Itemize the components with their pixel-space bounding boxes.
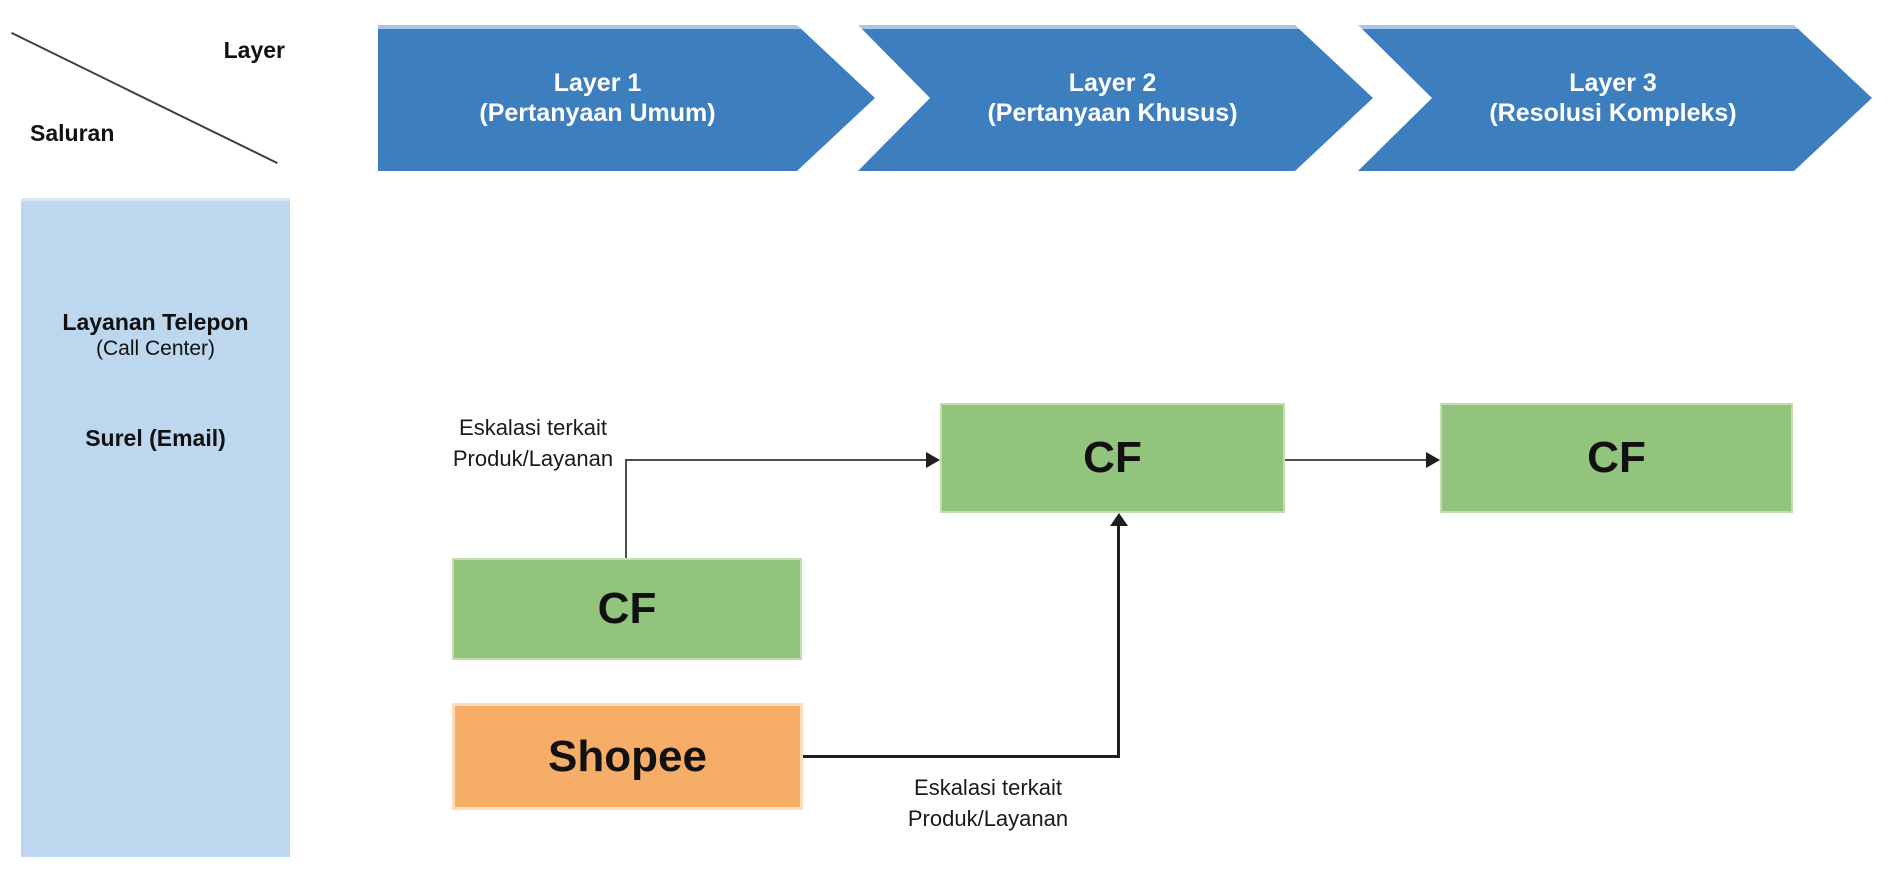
chevron-layer-1-subtitle: (Pertanyaan Umum) bbox=[479, 99, 716, 127]
connector2-horizontal-segment bbox=[803, 755, 1120, 758]
chevron-layer-1-title: Layer 1 bbox=[553, 69, 642, 97]
header-layer-label: Layer bbox=[223, 37, 285, 63]
chevron-layer-2-title: Layer 2 bbox=[1068, 69, 1157, 97]
chevron-layer-2-subtitle: (Pertanyaan Khusus) bbox=[987, 99, 1238, 127]
edge-label-2-line1: Eskalasi terkait bbox=[914, 775, 1062, 800]
node-cf-layer2: CF bbox=[940, 403, 1285, 513]
channel-column: Layanan Telepon (Call Center) Surel (Ema… bbox=[21, 198, 290, 857]
chevron-layer-1: Layer 1 (Pertanyaan Umum) bbox=[378, 25, 875, 171]
connector2-arrowhead-icon bbox=[1110, 513, 1128, 526]
node-cf-layer3-label: CF bbox=[1587, 433, 1646, 482]
chevron-layer-3: Layer 3 (Resolusi Kompleks) bbox=[1358, 25, 1872, 171]
edge-label-2-line2: Produk/Layanan bbox=[907, 806, 1069, 831]
chevron-layer-3-title: Layer 3 bbox=[1569, 69, 1657, 97]
header-saluran-label: Saluran bbox=[30, 120, 115, 146]
edge-label-1-line2: Produk/Layanan bbox=[452, 446, 614, 471]
node-cf-layer1-label: CF bbox=[597, 584, 657, 633]
connector3-horizontal-segment bbox=[1285, 459, 1426, 461]
connector3-arrowhead-icon bbox=[1426, 452, 1440, 468]
node-shopee: Shopee bbox=[452, 703, 803, 810]
connector1-arrowhead-icon bbox=[926, 452, 940, 468]
channel-email-label: Surel (Email) bbox=[85, 425, 226, 451]
connector1-horizontal-segment bbox=[625, 459, 926, 461]
node-shopee-label: Shopee bbox=[548, 731, 707, 781]
chevron-layer-2: Layer 2 (Pertanyaan Khusus) bbox=[858, 25, 1373, 171]
node-cf-layer2-label: CF bbox=[1083, 433, 1142, 482]
node-cf-layer3: CF bbox=[1440, 403, 1793, 513]
channel-call-center-sublabel: (Call Center) bbox=[95, 337, 216, 360]
edge-label-escalation-2: Eskalasi terkait Produk/Layanan bbox=[888, 772, 1088, 834]
chevron-layer-3-subtitle: (Resolusi Kompleks) bbox=[1489, 99, 1737, 127]
connector1-vertical-segment bbox=[625, 459, 627, 558]
connector2-vertical-segment bbox=[1117, 524, 1120, 758]
node-cf-layer1: CF bbox=[452, 558, 802, 660]
channel-call-center-label: Layanan Telepon bbox=[62, 309, 249, 335]
edge-label-1-line1: Eskalasi terkait bbox=[459, 415, 607, 440]
edge-label-escalation-1: Eskalasi terkait Produk/Layanan bbox=[433, 412, 633, 474]
